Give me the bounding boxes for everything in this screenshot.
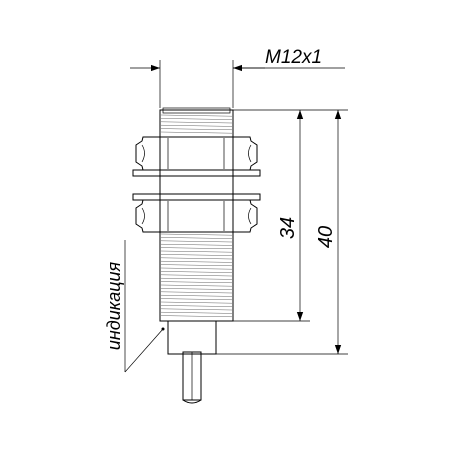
thread-line bbox=[160, 121, 233, 124]
washer-upper bbox=[132, 169, 261, 177]
top-nut bbox=[135, 136, 258, 171]
thread-line bbox=[160, 315, 233, 318]
thread-line bbox=[160, 254, 233, 256]
thread-line bbox=[160, 257, 233, 260]
thread-line bbox=[160, 301, 233, 304]
dim-40-label: 40 bbox=[315, 226, 337, 248]
thread-line bbox=[160, 260, 233, 263]
thread-line bbox=[160, 281, 233, 284]
end-cap bbox=[167, 320, 217, 355]
dim-34-label: 34 bbox=[277, 217, 299, 239]
dimension-40: 40 bbox=[315, 110, 342, 354]
thread-line bbox=[160, 274, 233, 277]
dimension-34: 34 bbox=[277, 110, 304, 321]
thread-line bbox=[160, 291, 233, 294]
thread-line bbox=[160, 284, 233, 287]
threaded-body bbox=[159, 107, 234, 322]
thread-line bbox=[160, 124, 233, 127]
thread-line bbox=[160, 308, 233, 311]
thread-line bbox=[160, 305, 233, 307]
thread-line bbox=[160, 264, 233, 267]
thread-line bbox=[160, 247, 233, 250]
thread-dimension: M12x1 bbox=[130, 47, 345, 108]
extension-lines bbox=[216, 109, 348, 355]
indicator-label: индикация bbox=[104, 261, 124, 350]
thread-line bbox=[160, 294, 233, 297]
thread-line bbox=[160, 298, 233, 301]
washer-lower bbox=[132, 193, 261, 201]
thread-label: M12x1 bbox=[265, 47, 322, 68]
thread-lines bbox=[160, 114, 233, 318]
indicator-leader: индикация bbox=[104, 240, 165, 373]
thread-line bbox=[160, 118, 233, 120]
thread-line bbox=[160, 233, 233, 236]
thread-line bbox=[160, 250, 233, 253]
thread-line bbox=[160, 114, 233, 117]
thread-line bbox=[160, 128, 233, 131]
thread-line bbox=[160, 267, 233, 270]
thread-line bbox=[160, 240, 233, 243]
thread-line bbox=[160, 243, 233, 246]
cable bbox=[182, 351, 202, 404]
thread-line bbox=[160, 311, 233, 314]
thread-line bbox=[160, 131, 233, 134]
thread-line bbox=[160, 277, 233, 280]
thread-line bbox=[160, 237, 233, 239]
bottom-nut bbox=[135, 199, 258, 233]
thread-line bbox=[160, 271, 233, 273]
thread-line bbox=[160, 288, 233, 290]
